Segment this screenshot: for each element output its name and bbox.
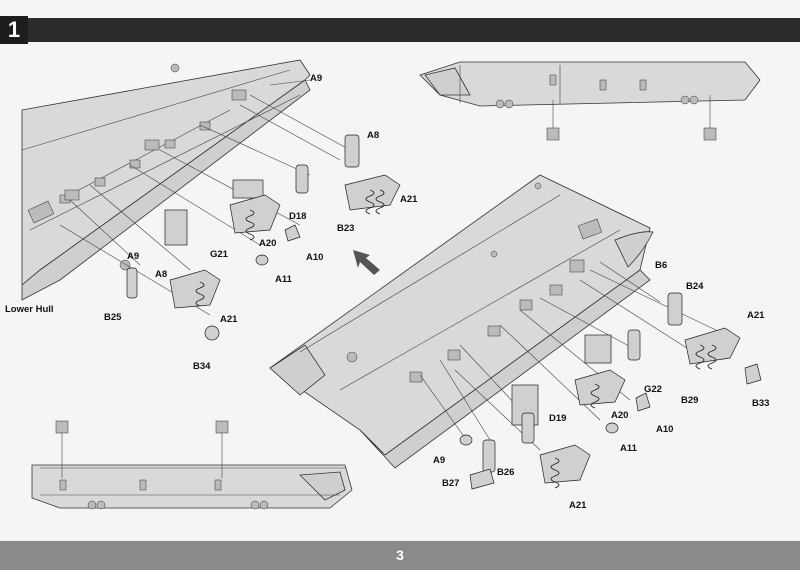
hull-side-view-bottom	[31, 420, 353, 510]
label-a11-bottom: A11	[620, 443, 638, 454]
label-a8-top: A8	[367, 130, 379, 141]
label-b33: B33	[752, 398, 769, 409]
label-a21-top: A21	[400, 194, 418, 205]
label-b6: B6	[655, 260, 667, 271]
label-a9-left: A9	[127, 251, 139, 262]
label-g22: G22	[644, 384, 662, 395]
suspension-parts-top-left	[126, 134, 401, 341]
label-b26: B26	[497, 467, 514, 478]
label-b29: B29	[681, 395, 698, 406]
label-a21-left: A21	[220, 314, 238, 325]
label-a8-left: A8	[155, 269, 167, 280]
page-number: 3	[396, 547, 404, 563]
direction-arrow	[353, 250, 380, 275]
label-d18: D18	[289, 211, 306, 222]
suspension-parts-center	[459, 292, 762, 490]
bracket-row-center	[409, 259, 585, 383]
step-number-badge: 1	[0, 16, 28, 44]
label-d19: D19	[549, 413, 566, 424]
lower-hull-top-left	[21, 59, 311, 301]
label-lower-hull: Lower Hull	[5, 304, 54, 315]
label-a9-bottom: A9	[433, 455, 445, 466]
step-header-bar	[0, 18, 800, 42]
label-a10-bottom: A10	[656, 424, 673, 435]
label-a20-bottom: A20	[611, 410, 628, 421]
label-a21-bottom: A21	[569, 500, 587, 511]
label-b27: B27	[442, 478, 459, 489]
label-b34: B34	[193, 361, 211, 372]
label-b24: B24	[686, 281, 704, 292]
part-labels: A9 A8 A21 D18 B23 A20 A10 A11 G21 A9 A8 …	[5, 73, 769, 511]
label-a21-right: A21	[747, 310, 765, 321]
label-a11-top: A11	[275, 274, 293, 285]
lower-hull-center	[269, 174, 654, 469]
hull-side-view-top	[419, 61, 761, 141]
label-b23: B23	[337, 223, 354, 234]
label-a10-top: A10	[306, 252, 323, 263]
label-a20-top: A20	[259, 238, 276, 249]
label-a9-top: A9	[310, 73, 322, 84]
label-g21: G21	[210, 249, 229, 260]
label-b25: B25	[104, 312, 122, 323]
footer-bar	[0, 541, 800, 570]
